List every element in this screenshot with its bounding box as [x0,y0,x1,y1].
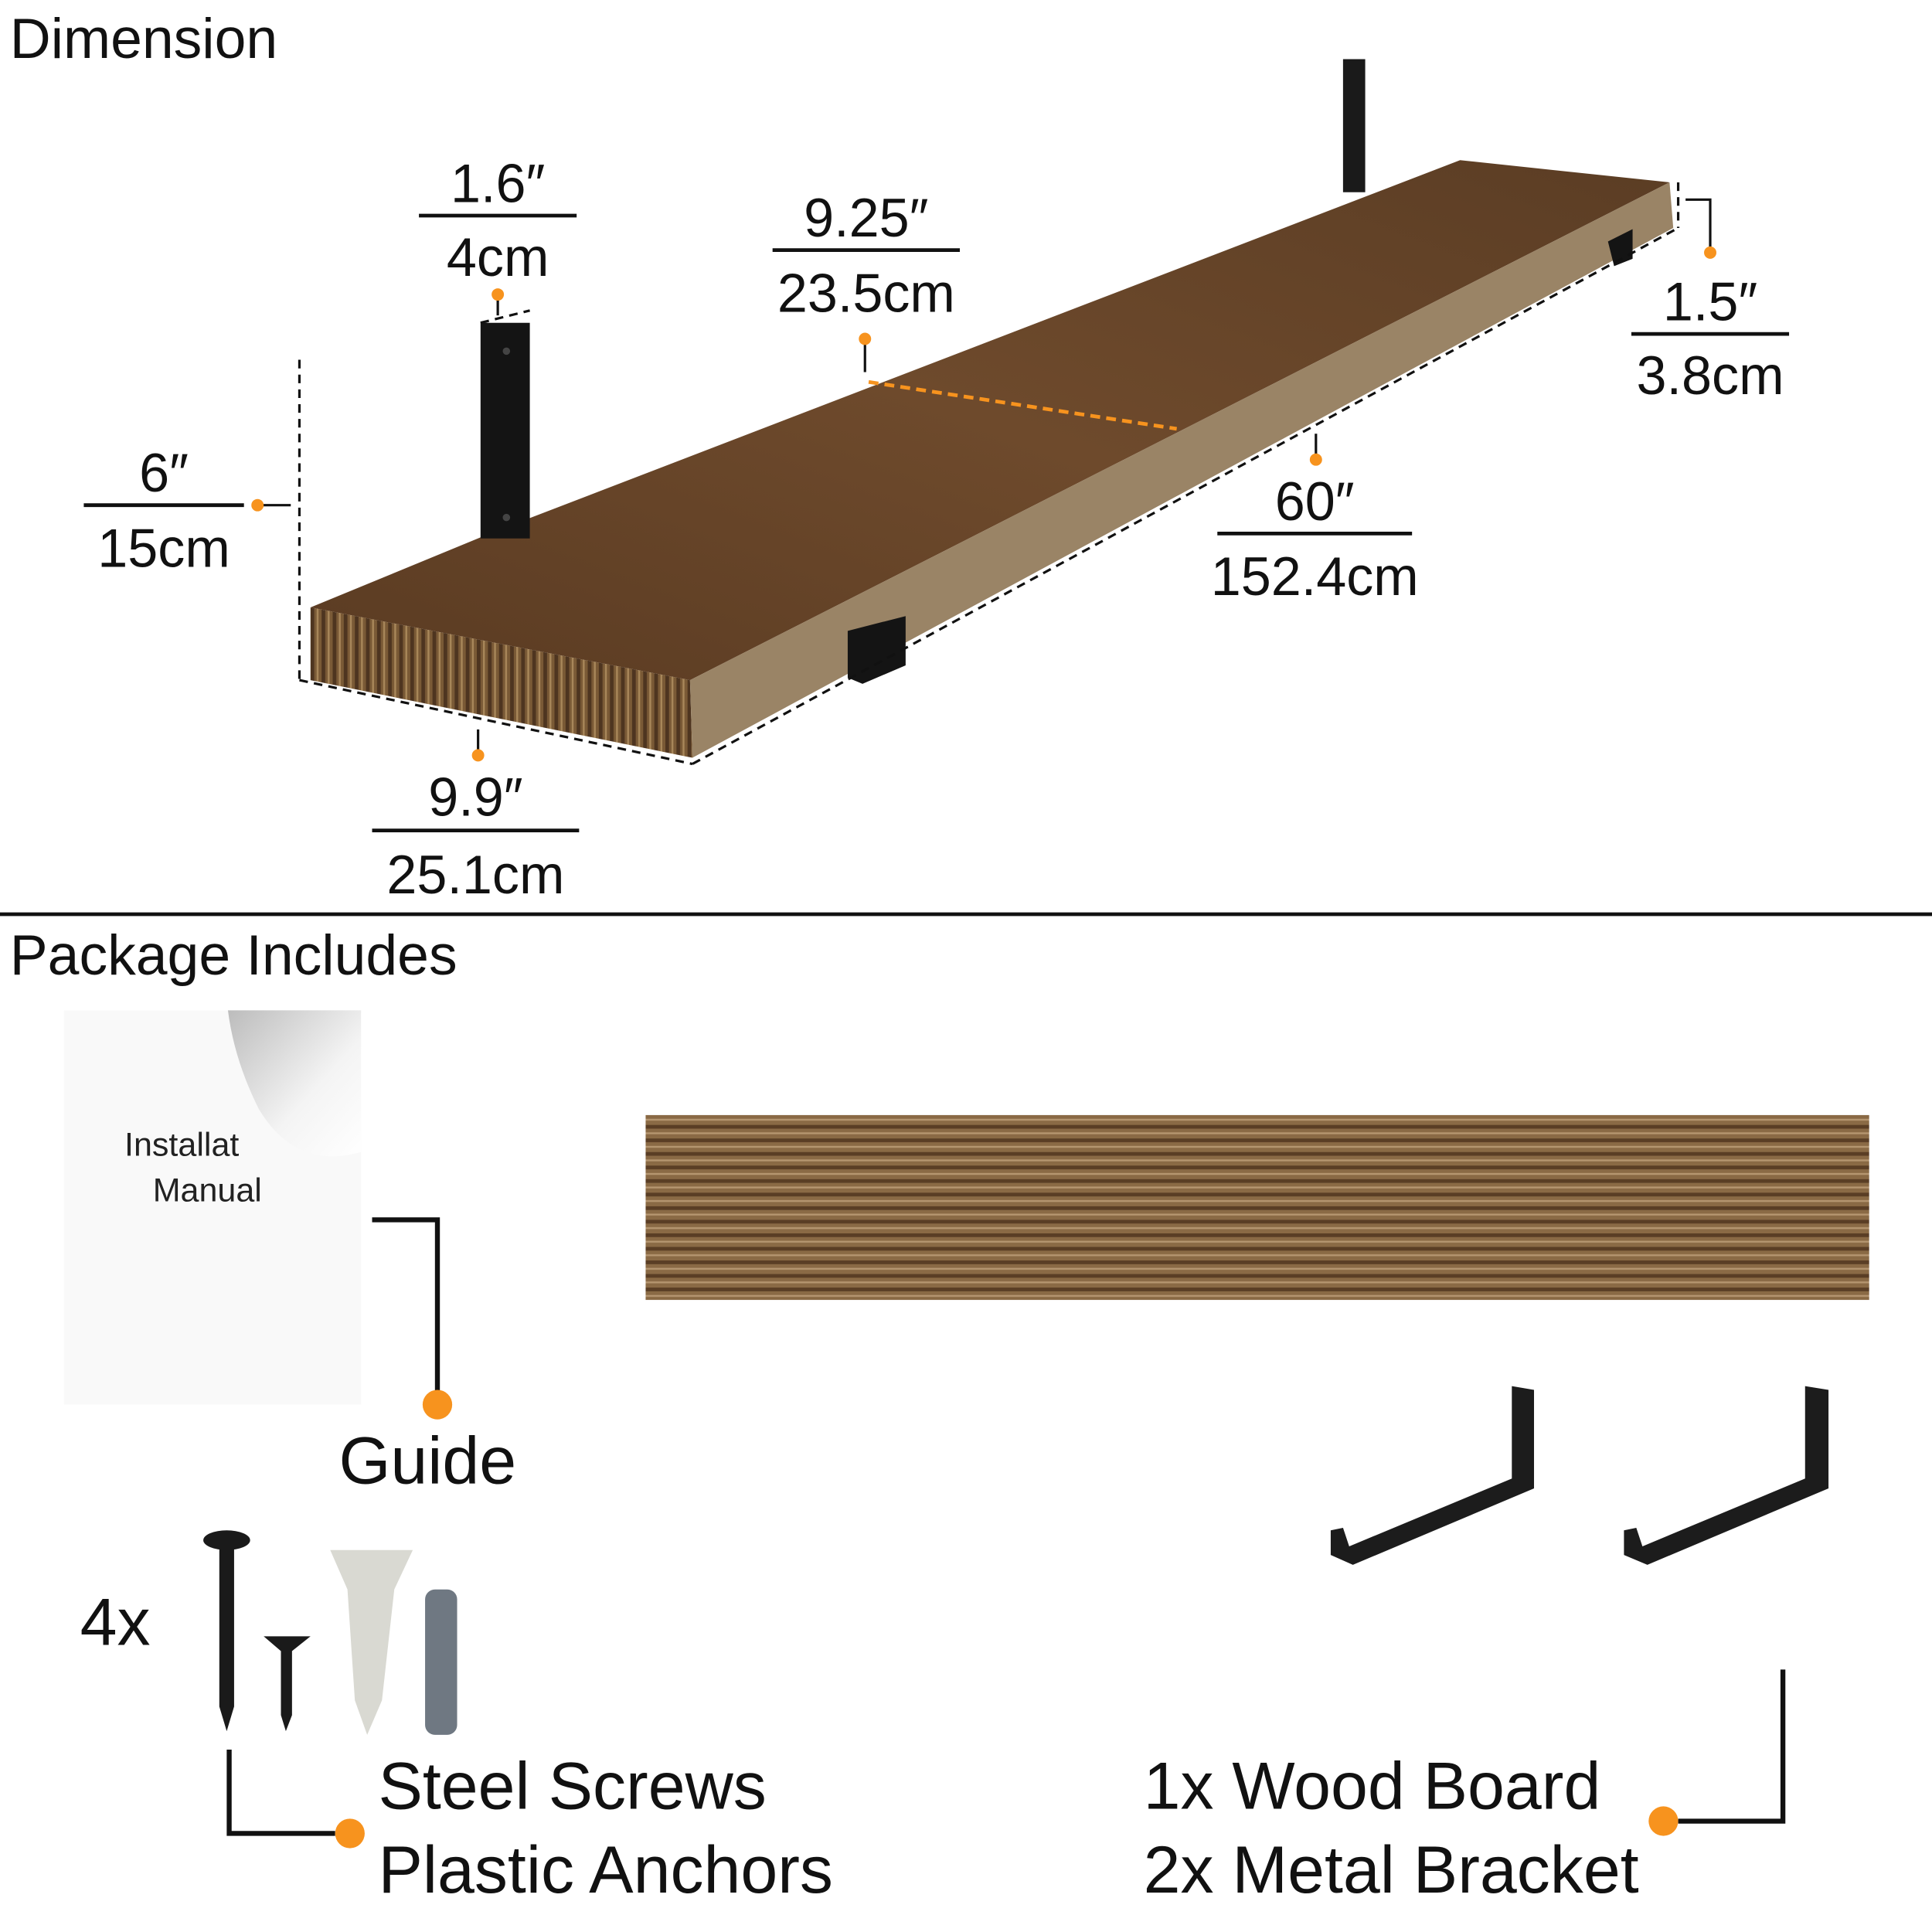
imperial-value: 1.5″ [1663,271,1757,332]
package-title: Package Includes [10,923,457,987]
manual-text-line2: Manual [153,1172,262,1209]
imperial-value: 9.9″ [428,766,522,827]
page-curl [227,1010,362,1157]
front-clip [847,616,906,684]
wood-board [645,1114,1869,1301]
wood-board-label: 1x Wood Board [1144,1750,1601,1824]
rear-bracket [1342,59,1366,192]
metric-value: 23.5cm [777,262,955,323]
metal-bracket-label: 2x Metal Bracket [1144,1833,1639,1907]
dim-depth-top: 9.25″ 23.5cm [772,187,961,323]
dim-thickness: 1.5″ 3.8cm [1631,271,1790,406]
guide-label: Guide [338,1424,516,1498]
dimension-guides [298,182,1680,766]
screws-and-anchors [203,1530,457,1735]
metric-value: 25.1cm [386,844,564,905]
plastic-anchors-label: Plastic Anchors [378,1833,832,1907]
hardware-marker [335,1818,365,1849]
shelf-end-face [310,607,693,758]
dim-length: 60″ 152.4cm [1211,471,1419,607]
imperial-value: 6″ [139,442,189,503]
metric-value: 4cm [447,226,549,287]
rear-clip [1607,229,1633,267]
depth-guide [868,379,1177,431]
dimension-title: Dimension [10,7,277,70]
metric-value: 152.4cm [1211,546,1419,607]
imperial-value: 9.25″ [804,187,928,248]
board-marker [1648,1806,1679,1836]
metal-brackets [1330,1386,1829,1565]
dim-height: 6″ 15cm [83,442,244,578]
guide-connector [372,1217,440,1399]
steel-screws-label: Steel Screws [378,1750,766,1824]
screw-hole [502,347,511,355]
guide-marker [422,1389,453,1420]
imperial-value: 60″ [1275,471,1355,532]
board-connector [1678,1669,1786,1824]
hardware-connector [226,1750,335,1836]
orange-markers [251,246,1716,762]
shelf-top-face [310,160,1670,681]
installation-manual: Installat Manual [63,1010,362,1405]
metric-value: 3.8cm [1637,345,1784,406]
dim-bracket-width: 1.6″ 4cm [419,152,577,287]
hardware-quantity: 4x [80,1586,151,1660]
metric-value: 15cm [97,517,230,578]
shelf-front-face [689,182,1674,758]
dim-depth-bottom: 9.9″ 25.1cm [372,766,580,905]
left-bracket [480,322,530,539]
shelf-illustration [310,59,1674,758]
manual-text-line1: Installat [124,1127,239,1164]
imperial-value: 1.6″ [451,152,545,213]
screw-hole [502,513,511,522]
